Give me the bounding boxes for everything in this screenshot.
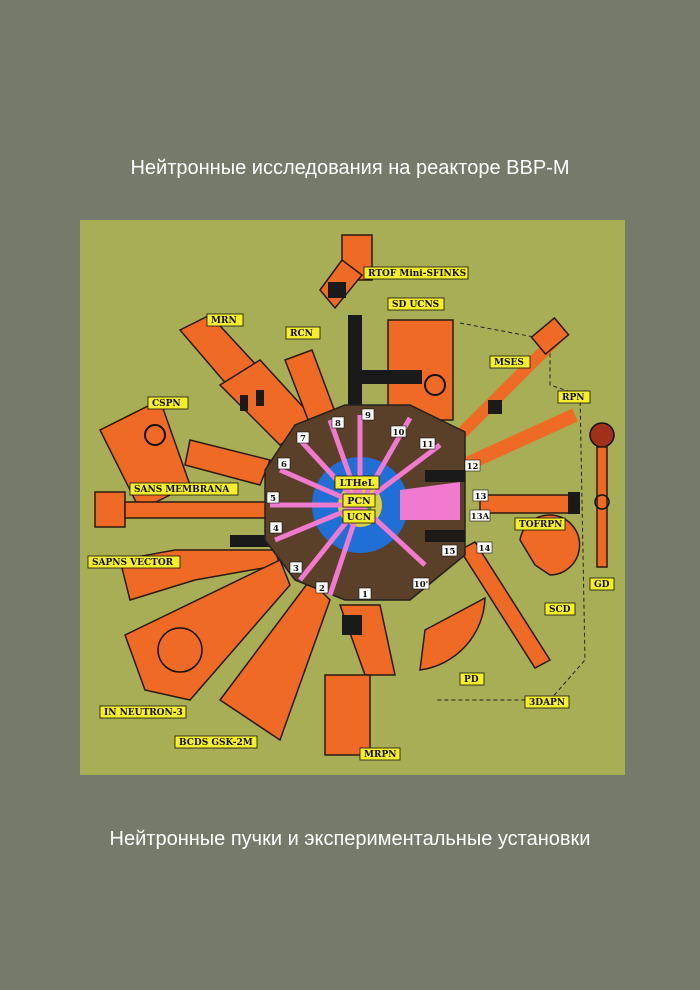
- svg-text:5: 5: [270, 494, 276, 504]
- svg-text:15: 15: [444, 547, 456, 557]
- beam-number-1: 1: [358, 587, 372, 600]
- svg-text:RPN: RPN: [562, 393, 584, 403]
- instrument-sd-ucns: [348, 315, 454, 421]
- label-pd: PD: [459, 672, 485, 686]
- beam-number-13: 13: [472, 489, 489, 502]
- beam-number-8: 8: [331, 416, 345, 429]
- svg-text:CSPN: CSPN: [152, 399, 181, 409]
- svg-text:14: 14: [479, 544, 491, 554]
- instrument-mses: [445, 316, 570, 450]
- svg-text:3DAPN: 3DAPN: [529, 698, 565, 708]
- reactor-schematic: 9 8 7 6 5 4 3 2 1 10 11 12 13 13A 14 15 …: [87, 234, 615, 761]
- svg-text:10': 10': [414, 580, 428, 590]
- label-rcn: RCN: [285, 326, 321, 340]
- svg-text:RCN: RCN: [290, 329, 313, 339]
- label-sapns: SAPNS VECTOR: [87, 555, 181, 569]
- svg-text:9: 9: [365, 411, 371, 421]
- beam-number-6: 6: [277, 457, 291, 470]
- beam-number-7: 7: [296, 431, 310, 444]
- label-mses: MSES: [489, 355, 531, 369]
- label-scd: SCD: [544, 602, 576, 616]
- label-cspn: CSPN: [147, 396, 189, 410]
- label-gd: GD: [589, 577, 615, 591]
- svg-text:11: 11: [422, 440, 434, 450]
- instrument-bcds: [218, 578, 331, 742]
- beam-number-12: 12: [464, 459, 481, 472]
- label-rpn: RPN: [557, 390, 591, 404]
- svg-text:UCN: UCN: [347, 512, 372, 523]
- svg-text:10: 10: [393, 428, 405, 438]
- label-sans: SANS MEMBRANA: [129, 482, 239, 496]
- beam-number-14: 14: [476, 541, 493, 554]
- svg-text:MRPN: MRPN: [364, 750, 396, 760]
- core-label-ucn: UCN: [342, 509, 376, 524]
- svg-text:MRN: MRN: [211, 316, 237, 326]
- svg-text:LTHeL: LTHeL: [340, 478, 375, 489]
- instrument-sans: [94, 491, 276, 528]
- instrument-rpn: [462, 408, 578, 472]
- svg-text:3: 3: [293, 564, 299, 574]
- svg-text:SAPNS VECTOR: SAPNS VECTOR: [92, 558, 174, 568]
- instrument-3dapn: [458, 541, 552, 669]
- instrument-tofrpn: [479, 492, 580, 514]
- svg-text:BCDS GSK-2M: BCDS GSK-2M: [179, 738, 253, 748]
- svg-text:IN NEUTRON-3: IN NEUTRON-3: [104, 708, 183, 718]
- label-tofrpn: TOFRPN: [514, 517, 566, 531]
- svg-text:SCD: SCD: [549, 605, 571, 615]
- page-title: Нейтронные исследования на реакторе ВВР-…: [130, 157, 570, 179]
- instrument-pd: [419, 596, 486, 671]
- label-rtof: RTOF Mini-SFINKS: [363, 266, 469, 280]
- beam-number-2: 2: [315, 581, 329, 594]
- instrument-in-neutron: [124, 558, 291, 701]
- svg-text:RTOF Mini-SFINKS: RTOF Mini-SFINKS: [368, 269, 466, 279]
- reactor-diagram: 9 8 7 6 5 4 3 2 1 10 11 12 13 13A 14 15 …: [80, 220, 625, 775]
- svg-text:8: 8: [335, 419, 341, 429]
- label-mrn: MRN: [206, 313, 244, 327]
- svg-text:GD: GD: [594, 580, 610, 590]
- instrument-cspn: [98, 398, 272, 512]
- svg-text:2: 2: [319, 584, 325, 594]
- svg-text:1: 1: [362, 590, 368, 600]
- label-3dapn: 3DAPN: [524, 695, 570, 709]
- beam-number-3: 3: [289, 561, 303, 574]
- label-in-neutron: IN NEUTRON-3: [99, 705, 187, 719]
- page-subtitle: Нейтронные пучки и экспериментальные уст…: [109, 828, 591, 850]
- svg-text:12: 12: [467, 462, 479, 472]
- svg-text:PD: PD: [464, 675, 479, 685]
- svg-text:7: 7: [300, 434, 306, 444]
- beam-number-9: 9: [361, 408, 375, 421]
- svg-text:13A: 13A: [471, 512, 490, 522]
- core-label-pcn: PCN: [342, 493, 376, 508]
- label-sd-ucns: SD UCNS: [387, 297, 445, 311]
- beam-number-11: 11: [419, 437, 436, 450]
- label-bcds: BCDS GSK-2M: [174, 735, 258, 749]
- beam-number-10: 10: [390, 425, 407, 438]
- svg-text:13: 13: [475, 492, 487, 502]
- instrument-gd: [589, 422, 615, 568]
- svg-text:SANS MEMBRANA: SANS MEMBRANA: [134, 485, 230, 495]
- svg-text:MSES: MSES: [494, 358, 524, 368]
- label-mrpn: MRPN: [359, 747, 401, 761]
- beam-number-5: 5: [266, 491, 280, 504]
- instrument-mrpn: [324, 604, 396, 756]
- core-label-lthel: LTHeL: [334, 475, 380, 490]
- beam-number-10p: 10': [412, 577, 430, 590]
- beam-number-15: 15: [441, 544, 458, 557]
- svg-text:SD UCNS: SD UCNS: [392, 300, 439, 310]
- svg-text:6: 6: [281, 460, 287, 470]
- svg-text:TOFRPN: TOFRPN: [519, 520, 562, 530]
- svg-text:PCN: PCN: [347, 496, 371, 507]
- beam-number-4: 4: [269, 521, 283, 534]
- svg-text:4: 4: [273, 524, 279, 534]
- beam-number-13a: 13A: [469, 509, 491, 522]
